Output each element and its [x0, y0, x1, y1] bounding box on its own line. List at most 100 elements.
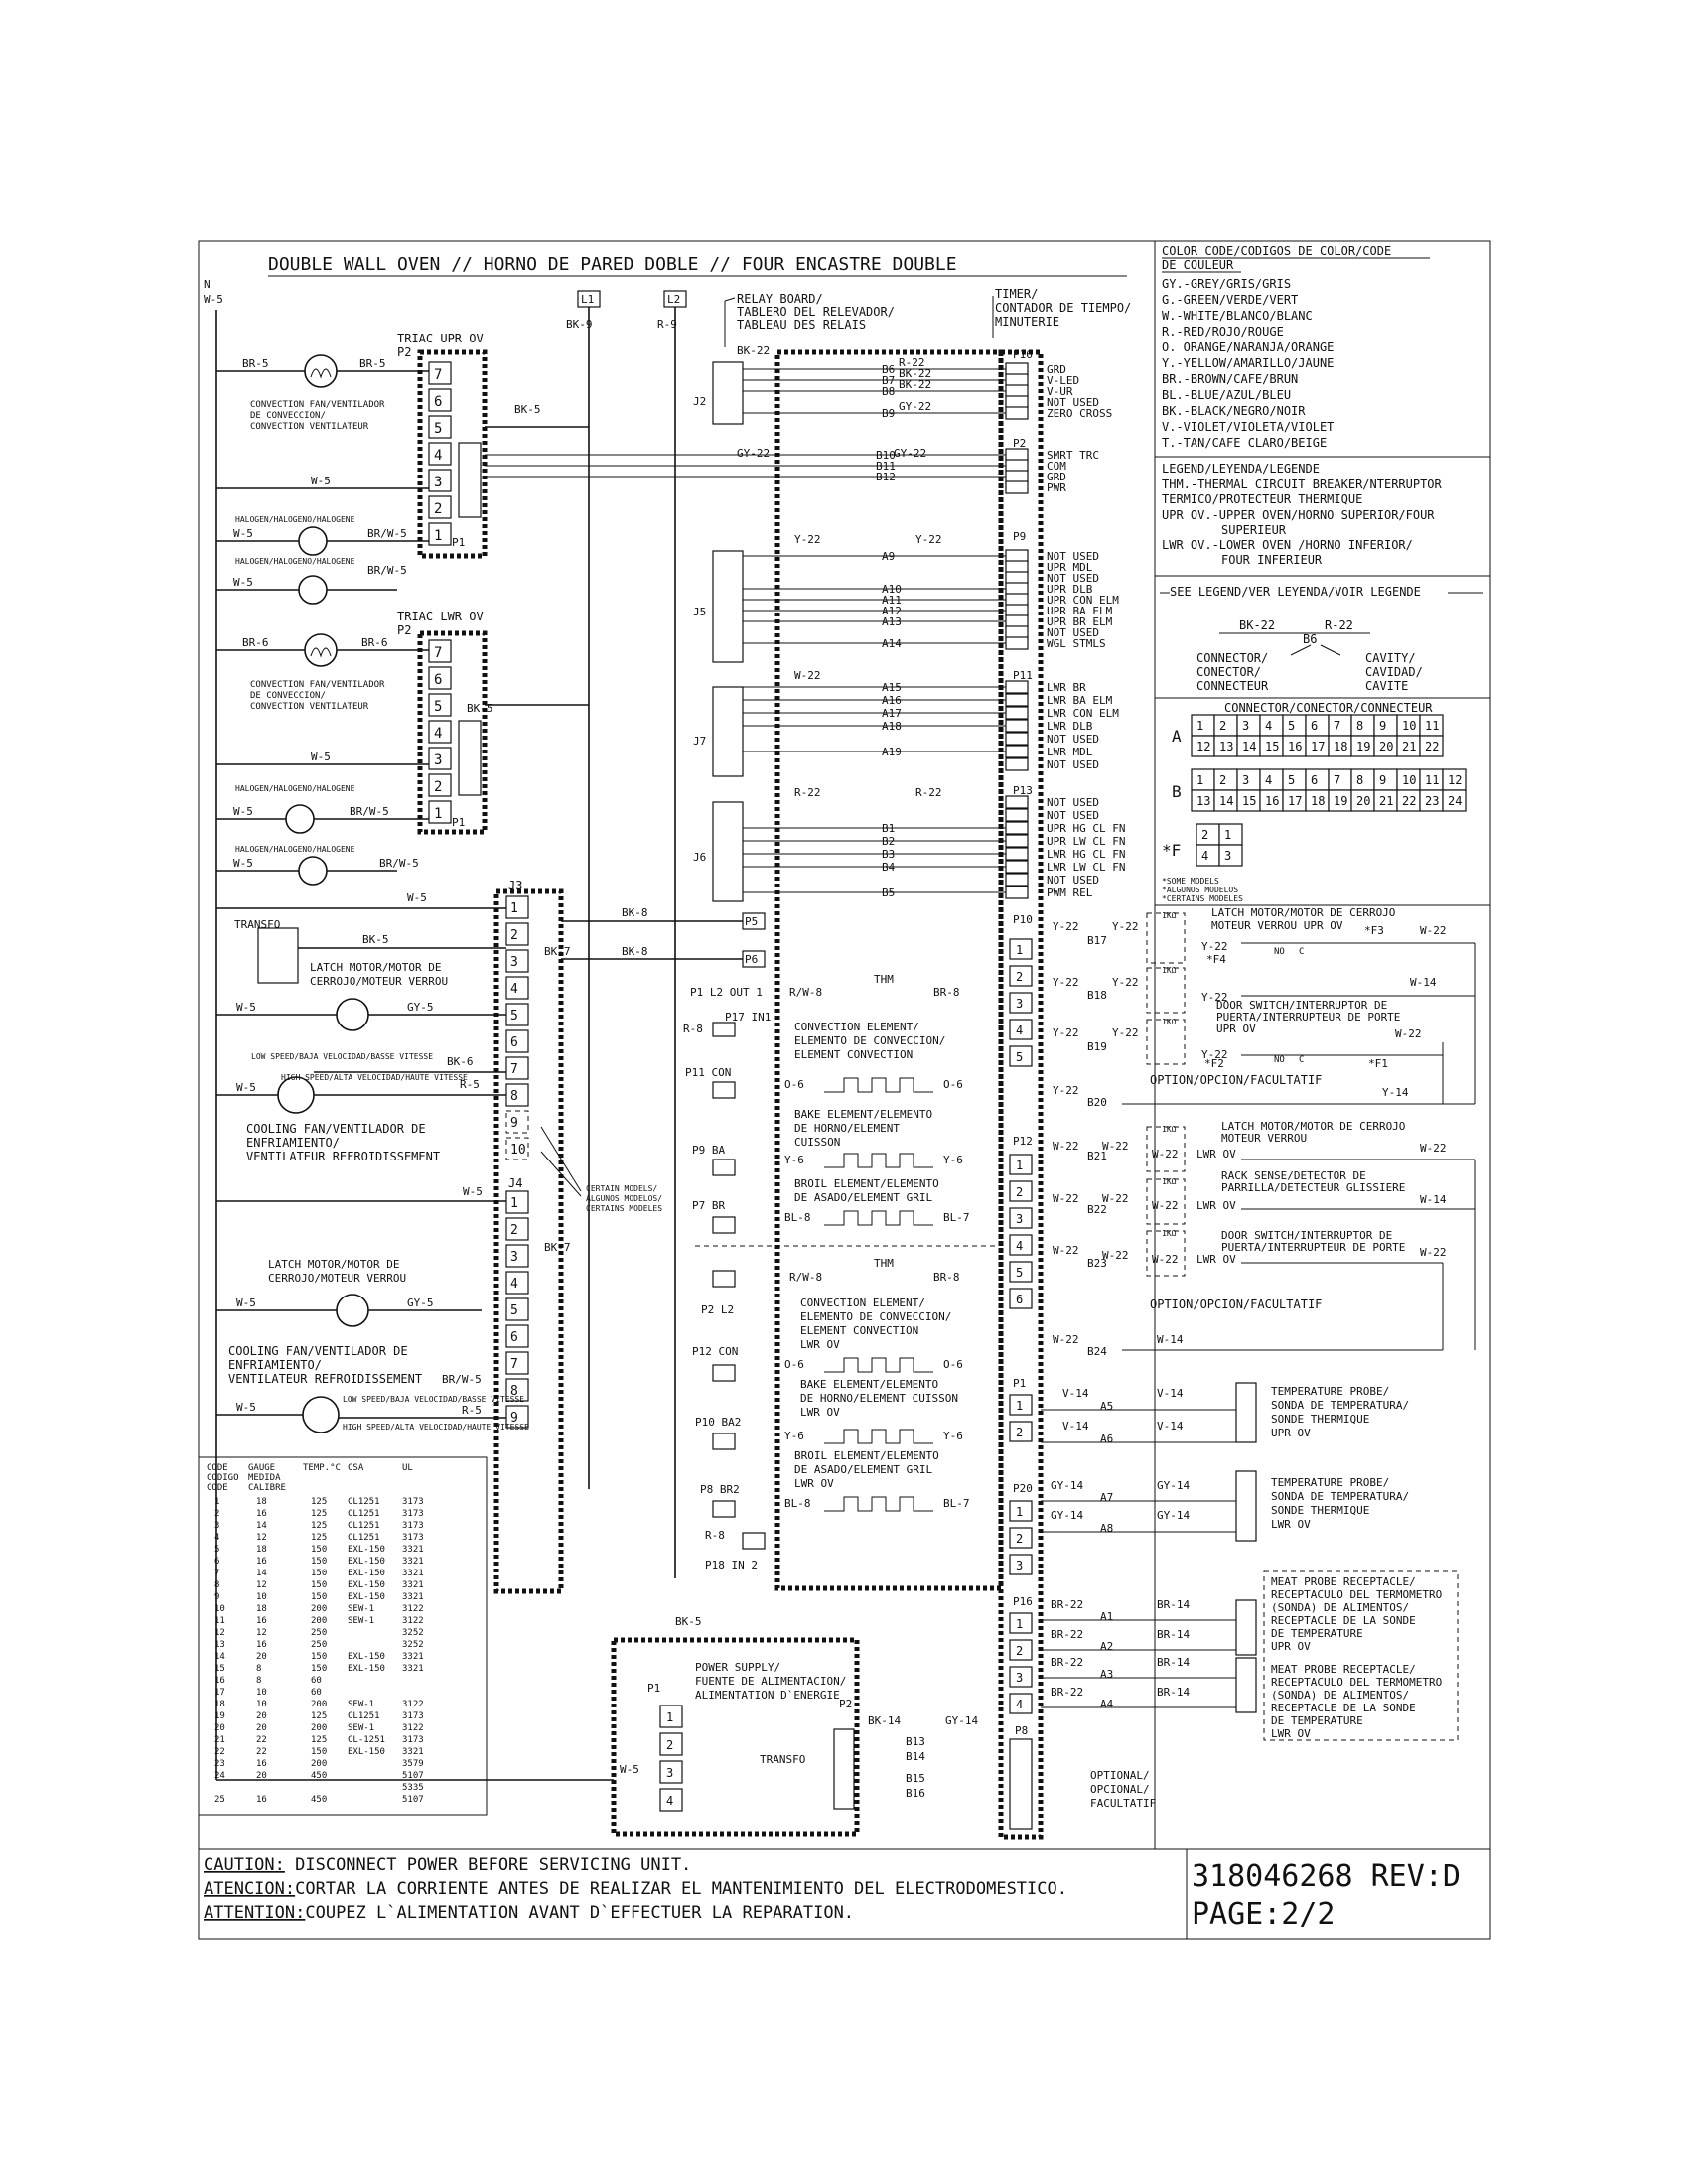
- timer-pin-box: [1005, 860, 1029, 874]
- svg-text:CERROJO/MOTEUR VERROU: CERROJO/MOTEUR VERROU: [268, 1272, 406, 1285]
- svg-text:COOLING FAN/VENTILADOR DE: COOLING FAN/VENTILADOR DE: [228, 1344, 408, 1358]
- power-supply-pin-box: [659, 1788, 683, 1812]
- svg-text:CUISSON: CUISSON: [794, 1136, 840, 1149]
- svg-text:UPR OV: UPR OV: [1271, 1640, 1311, 1653]
- wire-table-cell: 150: [311, 1557, 327, 1567]
- svg-text:W-5: W-5: [233, 805, 253, 818]
- svg-text:J4: J4: [508, 1176, 522, 1190]
- timer-pin-box: [1005, 362, 1029, 376]
- wire-table-cell: EXL-150: [348, 1545, 385, 1555]
- wire-table-cell: 3321: [402, 1545, 424, 1555]
- j4-pin-number: 8: [510, 1384, 518, 1399]
- svg-text:BK-7: BK-7: [544, 945, 571, 958]
- svg-text:P10: P10: [1013, 913, 1033, 926]
- timer-pin-function: ZERO CROSS: [1047, 407, 1112, 420]
- svg-text:LOW SPEED/BAJA VELOCIDAD/BASSE: LOW SPEED/BAJA VELOCIDAD/BASSE VITESSE: [251, 1052, 433, 1061]
- svg-text:*F2: *F2: [1204, 1057, 1224, 1070]
- wire-table-cell: CL1251: [348, 1711, 380, 1721]
- connector-a-cell: [1419, 735, 1444, 757]
- svg-text:B14: B14: [906, 1750, 925, 1763]
- svg-text:B23: B23: [1087, 1257, 1107, 1270]
- svg-text:P8: P8: [1015, 1724, 1028, 1737]
- triac-pin-number: 7: [434, 367, 442, 383]
- svg-text:O-6: O-6: [784, 1358, 804, 1371]
- svg-text:CONVECTION VENTILATEUR: CONVECTION VENTILATEUR: [250, 702, 369, 712]
- wire-table-cell: 125: [311, 1497, 327, 1507]
- wire-table-cell: 10: [214, 1604, 225, 1614]
- svg-text:P1: P1: [452, 816, 465, 829]
- timer-pin-function: LWR CON ELM: [1047, 707, 1119, 720]
- svg-text:DE TEMPERATURE: DE TEMPERATURE: [1271, 1627, 1363, 1640]
- svg-text:P17 IN1: P17 IN1: [725, 1011, 771, 1024]
- power-supply-pin-box: [659, 1705, 683, 1728]
- svg-text:ATTENTION:COUPEZ L`ALIMENTATIO: ATTENTION:COUPEZ L`ALIMENTATION AVANT D`…: [204, 1903, 854, 1923]
- svg-text:BL-7: BL-7: [943, 1211, 970, 1224]
- connector-a-pin: 15: [1265, 740, 1279, 753]
- wire-table-cell: 250: [311, 1628, 327, 1638]
- svg-text:CONECTOR/: CONECTOR/: [1196, 665, 1261, 679]
- pcb-pin-box: [1009, 1019, 1033, 1040]
- svg-text:W-5: W-5: [311, 475, 331, 487]
- wire-table-cell: 20: [256, 1723, 267, 1733]
- j4-pin-box: [505, 1271, 529, 1295]
- color-code-entry: BR.-BROWN/CAFE/BRUN: [1162, 372, 1298, 386]
- svg-text:P8 BR2: P8 BR2: [700, 1483, 740, 1496]
- svg-text:HALOGEN/HALOGENO/HALOGENE: HALOGEN/HALOGENO/HALOGENE: [235, 515, 355, 524]
- connector-a-pin: 19: [1356, 740, 1370, 753]
- svg-text:COOLING FAN/VENTILADOR DE: COOLING FAN/VENTILADOR DE: [246, 1122, 426, 1136]
- wire-table-cell: 16: [256, 1616, 267, 1626]
- wire-table-cell: 60: [311, 1688, 322, 1698]
- svg-text:TRIAC UPR OV: TRIAC UPR OV: [397, 332, 484, 345]
- svg-text:R-8: R-8: [705, 1529, 725, 1542]
- triac-pin-number: 5: [434, 421, 442, 437]
- svg-text:BK-14: BK-14: [868, 1714, 901, 1727]
- triac-pin-box: [428, 693, 452, 717]
- diagram-title: DOUBLE WALL OVEN // HORNO DE PARED DOBLE…: [268, 254, 957, 275]
- connector-b-pin: 9: [1379, 773, 1386, 787]
- svg-text:A7: A7: [1100, 1491, 1113, 1504]
- svg-text:Y-22: Y-22: [1112, 1026, 1139, 1039]
- svg-text:GY-14: GY-14: [1157, 1509, 1190, 1522]
- upper-oven-elements: P1 L2 OUT 1 R-8 P17 IN1 THM R/W-8 BR-8 C…: [683, 973, 970, 1234]
- connector-a-pin: 11: [1425, 719, 1439, 733]
- connector-b-pin: 19: [1334, 794, 1347, 808]
- svg-text:CONTADOR DE TIEMPO/: CONTADOR DE TIEMPO/: [995, 301, 1131, 315]
- timer-pin-function: NOT USED: [1047, 396, 1099, 409]
- timer-pin-box: [1005, 384, 1029, 398]
- relay-wire-label: R-22: [899, 356, 925, 369]
- wire-table-cell: 150: [311, 1747, 327, 1757]
- wire-table-cell: 2: [214, 1509, 219, 1519]
- svg-text:O-6: O-6: [784, 1078, 804, 1091]
- pcb-pin-number: 3: [1016, 1559, 1023, 1572]
- svg-text:LWR OV: LWR OV: [1271, 1518, 1311, 1531]
- svg-text:CAVIDAD/: CAVIDAD/: [1365, 665, 1423, 679]
- svg-text:1KΩ: 1KΩ: [1162, 966, 1177, 975]
- svg-text:ALGUNOS MODELOS/: ALGUNOS MODELOS/: [586, 1194, 662, 1203]
- svg-text:P2: P2: [1013, 437, 1026, 450]
- svg-text:B13: B13: [906, 1735, 925, 1748]
- connector-b-pin: 4: [1265, 773, 1272, 787]
- color-code-entry: O. ORANGE/NARANJA/ORANGE: [1162, 341, 1334, 354]
- triac-upr-frame: [417, 349, 488, 559]
- svg-text:MEAT PROBE RECEPTACLE/: MEAT PROBE RECEPTACLE/: [1271, 1663, 1416, 1676]
- part-number: 318046268 REV:D: [1192, 1859, 1461, 1894]
- svg-text:ELEMENT CONVECTION: ELEMENT CONVECTION: [800, 1324, 918, 1337]
- wire-table-cell: 5: [214, 1545, 219, 1555]
- timer-pin-box: [1005, 625, 1029, 639]
- svg-text:DE ASADO/ELEMENT GRIL: DE ASADO/ELEMENT GRIL: [794, 1463, 932, 1476]
- svg-text:HIGH SPEED/ALTA VELOCIDAD/HAUT: HIGH SPEED/ALTA VELOCIDAD/HAUTE VITESSE: [281, 1073, 468, 1082]
- svg-text:*CERTAINS MODELES: *CERTAINS MODELES: [1162, 894, 1243, 903]
- wire-table-cell: 150: [311, 1592, 327, 1602]
- svg-text:CAUTION: DISCONNECT POWER BEFO: CAUTION: DISCONNECT POWER BEFORE SERVICI…: [204, 1855, 691, 1875]
- svg-text:B16: B16: [906, 1787, 925, 1800]
- svg-text:R/W-8: R/W-8: [789, 986, 822, 999]
- svg-text:CONVECTION ELEMENT/: CONVECTION ELEMENT/: [794, 1021, 919, 1033]
- svg-text:1KΩ: 1KΩ: [1162, 911, 1177, 920]
- svg-text:HIGH SPEED/ALTA VELOCIDAD/HAUT: HIGH SPEED/ALTA VELOCIDAD/HAUTE VITESSE: [343, 1423, 529, 1432]
- svg-text:O-6: O-6: [943, 1358, 963, 1371]
- timer-pin-function: UPR HG CL FN: [1047, 822, 1125, 835]
- pcb-pin-number: 4: [1016, 1024, 1023, 1037]
- svg-text:Y-22: Y-22: [1201, 940, 1228, 953]
- wire-table-cell: 12: [256, 1580, 267, 1590]
- wire-table-cell: 18: [256, 1497, 267, 1507]
